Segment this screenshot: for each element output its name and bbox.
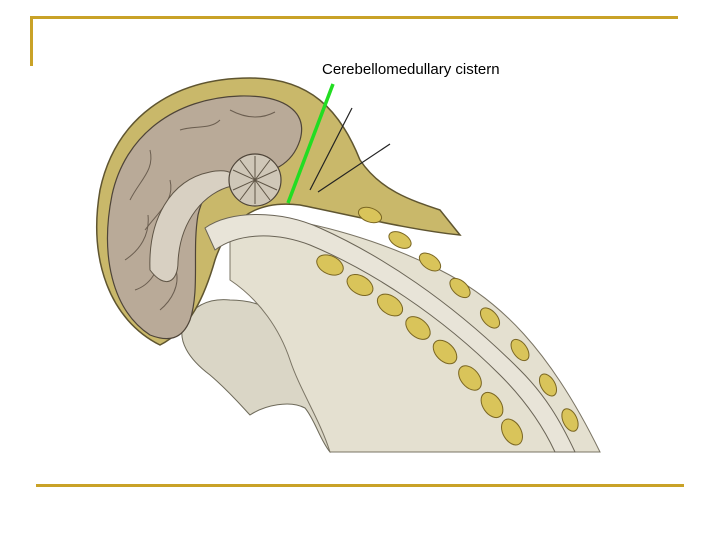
vertebrae xyxy=(316,206,579,446)
cistern-label: Cerebellomedullary cistern xyxy=(322,61,500,78)
green-pointer-line xyxy=(286,83,335,204)
bottom-rule xyxy=(36,484,684,487)
spinal-cord xyxy=(204,214,576,453)
cerebellum xyxy=(228,153,282,207)
top-rule xyxy=(30,16,678,19)
left-rule xyxy=(30,16,33,66)
leader-lines xyxy=(309,107,391,193)
